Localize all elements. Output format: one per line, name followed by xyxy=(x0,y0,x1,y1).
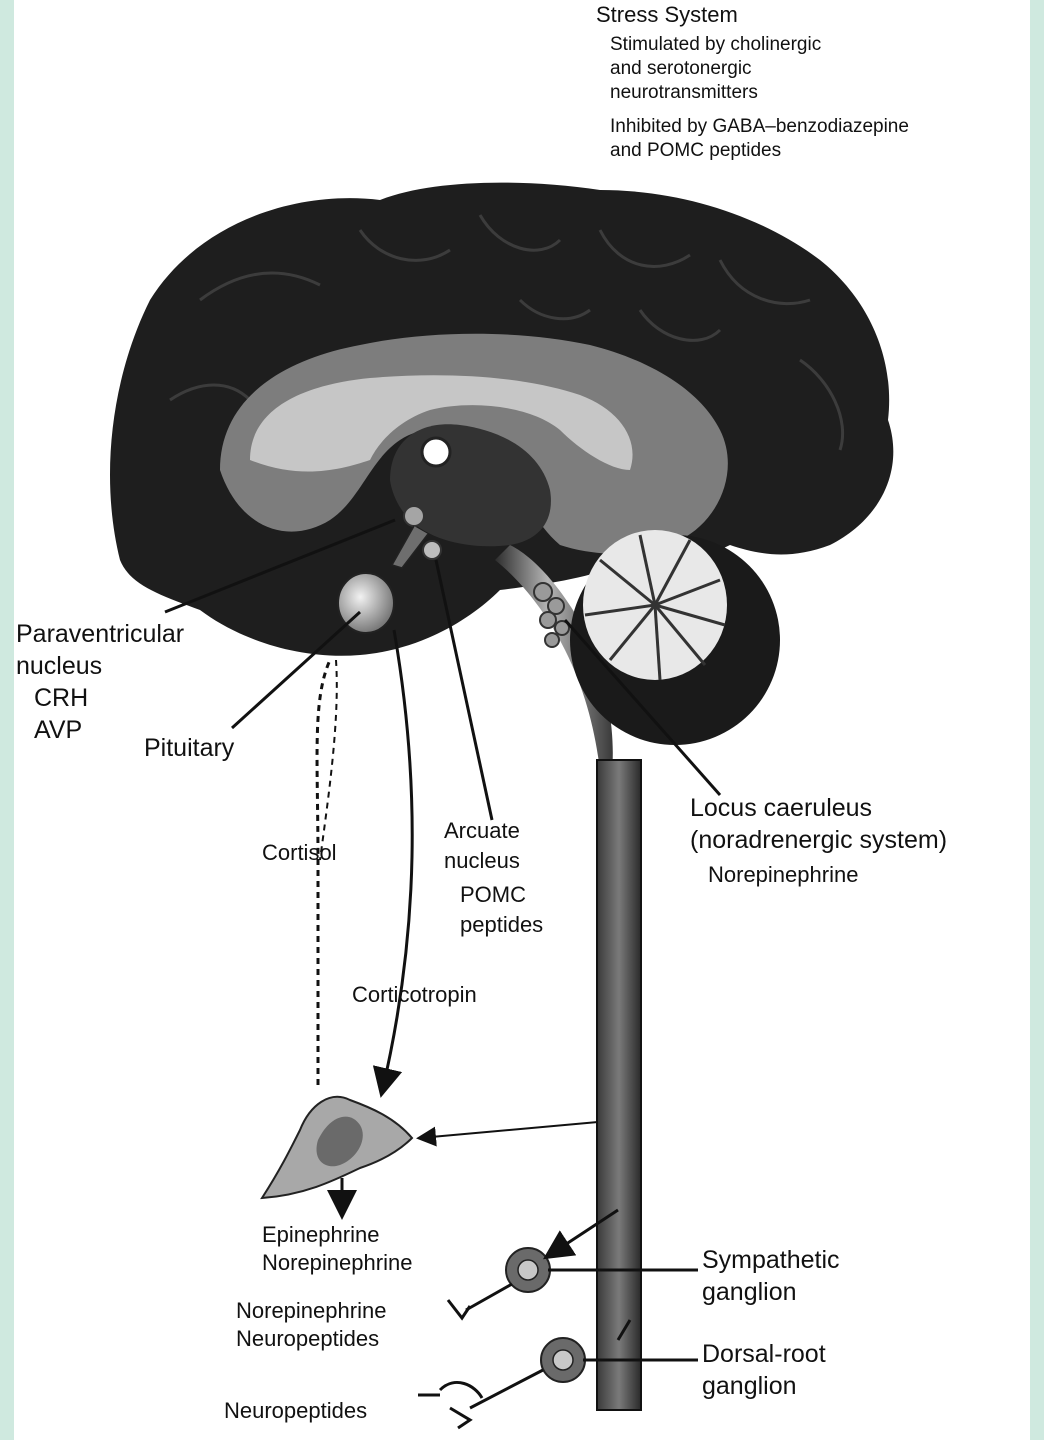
sympathetic-ganglion-label-1: Sympathetic xyxy=(702,1246,840,1276)
pvn-label-1: Paraventricular xyxy=(16,620,184,650)
pvn-node xyxy=(404,506,424,526)
arcuate-label-4: peptides xyxy=(460,912,543,938)
ventricle-opening xyxy=(422,438,450,466)
arcuate-label-2: nucleus xyxy=(444,848,520,874)
cortisol-label: Cortisol xyxy=(262,840,337,866)
pvn-label-2: nucleus xyxy=(16,652,102,682)
locus-label-1: Locus caeruleus xyxy=(690,794,872,824)
inhibition-line-1: Inhibited by GABA–benzodiazepine xyxy=(610,116,909,138)
corticotropin-label: Corticotropin xyxy=(352,982,477,1008)
stimulation-line-3: neurotransmitters xyxy=(610,82,758,104)
arcuate-node xyxy=(423,541,441,559)
pvn-label-4: AVP xyxy=(34,716,82,746)
ganglion-output xyxy=(466,1284,512,1310)
dorsal-output xyxy=(470,1370,543,1408)
corticotropin-path xyxy=(382,630,412,1092)
sympathetic-output-1: Norepinephrine xyxy=(236,1298,386,1324)
neuropeptides-label: Neuropeptides xyxy=(224,1398,367,1424)
stimulation-line-1: Stimulated by cholinergic xyxy=(610,34,821,56)
sympathetic-output-2: Neuropeptides xyxy=(236,1326,379,1352)
arcuate-label-1: Arcuate xyxy=(444,818,520,844)
inhibition-line-2: and POMC peptides xyxy=(610,140,781,162)
stress-system-title: Stress System xyxy=(596,2,738,28)
dorsal-root-label-1: Dorsal-root xyxy=(702,1340,826,1370)
sympathetic-ganglion-label-2: ganglion xyxy=(702,1278,797,1308)
cortisol-feedback-path xyxy=(317,660,330,1085)
pvn-label-3: CRH xyxy=(34,684,88,714)
adrenal-output-1: Epinephrine xyxy=(262,1222,379,1248)
locus-label-3: Norepinephrine xyxy=(708,862,858,888)
pituitary-label: Pituitary xyxy=(144,734,234,764)
locus-label-2: (noradrenergic system) xyxy=(690,826,947,856)
spinal-cord xyxy=(597,760,641,1410)
arcuate-label-3: POMC xyxy=(460,882,526,908)
adrenal-output-2: Norepinephrine xyxy=(262,1250,412,1276)
stimulation-line-2: and serotonergic xyxy=(610,58,752,80)
dorsal-root-label-2: ganglion xyxy=(702,1372,797,1402)
right-border xyxy=(1030,0,1044,1440)
cord-to-adrenal xyxy=(420,1122,598,1138)
